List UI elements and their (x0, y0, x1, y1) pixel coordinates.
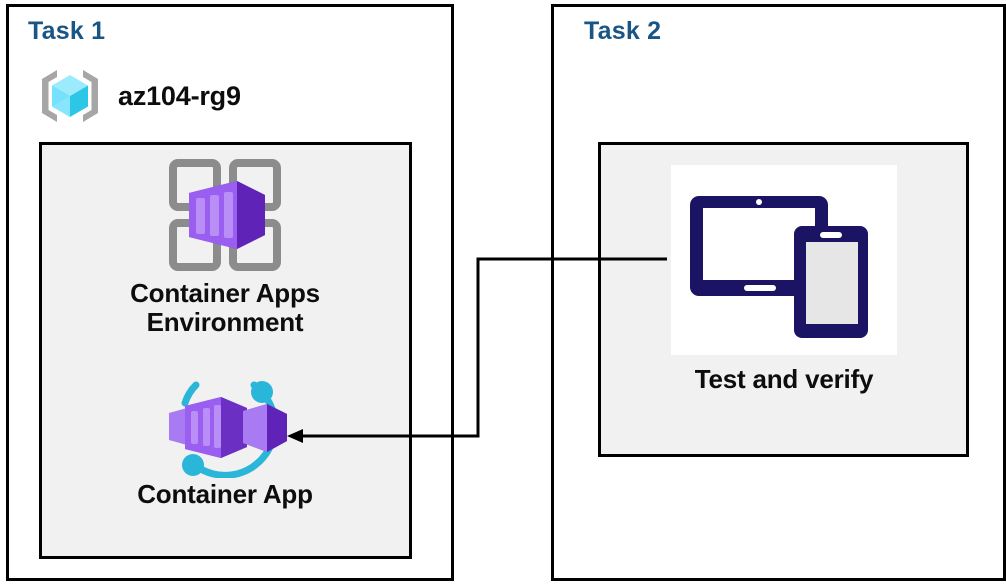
container-apps-environment-caption: Container Apps Environment (130, 278, 320, 338)
container-app-caption: Container App (137, 479, 313, 509)
resource-group-row: az104-rg9 (36, 62, 241, 130)
task-2-label: Task 2 (584, 17, 662, 45)
test-and-verify-caption: Test and verify (694, 364, 874, 394)
node-container-app: Container App (60, 373, 390, 509)
node-container-apps-environment: Container Apps Environment (60, 155, 390, 337)
devices-tablet-phone-icon (690, 196, 868, 338)
device-icon-plate (671, 165, 897, 355)
task-1-label: Task 1 (28, 17, 106, 45)
container-apps-environment-icon (169, 159, 281, 271)
node-test-and-verify: Test and verify (614, 165, 954, 394)
resource-group-name: az104-rg9 (118, 80, 241, 111)
container-app-icon (169, 381, 287, 478)
resource-group-icon (42, 70, 98, 122)
